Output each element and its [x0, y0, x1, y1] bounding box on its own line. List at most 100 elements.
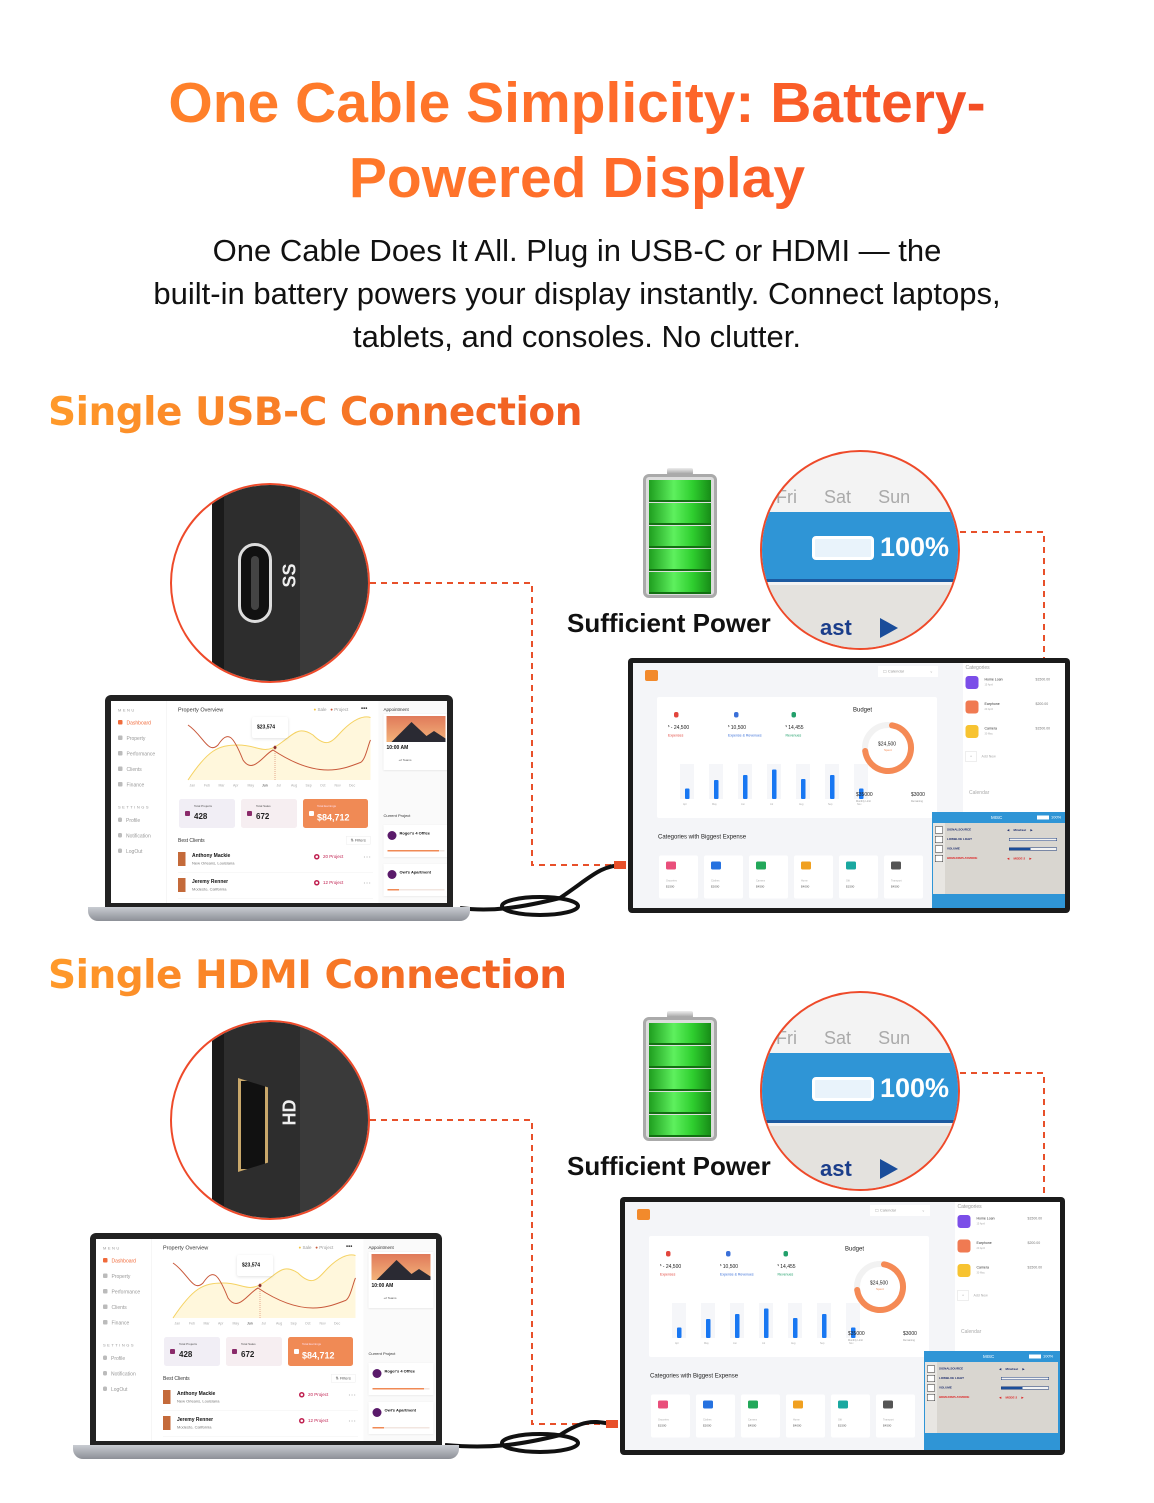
- category-item[interactable]: Camera 30 May $1500.00: [957, 1264, 1053, 1284]
- budget-arc: [854, 1261, 906, 1313]
- expense-tile[interactable]: Camera $4500: [749, 855, 788, 899]
- filters-button[interactable]: ⇅ Filters: [346, 836, 371, 845]
- client-row[interactable]: Jeremy Renner Modesto, California 12 Pro…: [163, 1415, 358, 1437]
- calendar-dropdown[interactable]: ▢ Calendar ⌄: [870, 1205, 930, 1216]
- sidebar-item[interactable]: Clients: [118, 766, 142, 773]
- appointment-teams: +2 Teams: [398, 759, 412, 762]
- osd-row-icon[interactable]: [927, 1384, 935, 1392]
- category-date: 30 May: [976, 1271, 985, 1275]
- stat-card[interactable]: Total Earnings $84,712: [303, 799, 368, 828]
- stat-icon: [666, 1251, 671, 1257]
- osd-row-icon[interactable]: [927, 1375, 935, 1382]
- stat-card[interactable]: Total Sales 672: [226, 1337, 282, 1366]
- osd-row-icon[interactable]: [927, 1394, 935, 1401]
- project-card[interactable]: Owl's Apartment: [368, 1402, 434, 1434]
- osd-row-value[interactable]: ◀ MODE-2 ▶: [999, 1396, 1024, 1400]
- osd-row-value[interactable]: ◀ MiraCast ▶: [999, 1368, 1025, 1371]
- headline-line-2: Powered Display: [0, 141, 1154, 215]
- expense-tile[interactable]: Camera $4500: [741, 1394, 780, 1438]
- x-axis-tick: Feb: [204, 784, 211, 788]
- add-new-button[interactable]: +Add New: [957, 1290, 988, 1301]
- expense-tile[interactable]: Clothes $2000: [696, 1394, 735, 1438]
- settings-item[interactable]: Notification: [118, 833, 151, 839]
- category-item[interactable]: Home Loan 15 April $1500.00: [965, 676, 1061, 696]
- expense-tile[interactable]: Gift $1500: [831, 1394, 870, 1438]
- tile-amount: $2000: [703, 1424, 712, 1428]
- sidebar-icon: [103, 1304, 108, 1309]
- stat-value: $84,712: [302, 1350, 335, 1361]
- stat-card[interactable]: Total Earnings $84,712: [288, 1337, 353, 1366]
- sidebar-item[interactable]: Clients: [103, 1304, 127, 1311]
- osd-row-value[interactable]: ◀ MODE-2 ▶: [1007, 857, 1032, 861]
- appointment-card[interactable]: 10:00 AM +2 Teams: [383, 714, 447, 770]
- stat-card[interactable]: Total Sales 672: [241, 799, 297, 828]
- sidebar-item[interactable]: Dashboard: [103, 1258, 136, 1264]
- sidebar-item[interactable]: Dashboard: [118, 720, 151, 726]
- osd-row-value[interactable]: ◀ MiraCast ▶: [1007, 829, 1033, 832]
- appointment-card[interactable]: 10:00 AM +2 Teams: [368, 1252, 434, 1308]
- sidebar-item[interactable]: Property: [118, 735, 145, 742]
- filters-button[interactable]: ⇅ Filters: [331, 1374, 356, 1383]
- osd-row-icon[interactable]: [935, 855, 943, 862]
- category-item[interactable]: Earphone 20 April $200.00: [957, 1239, 1053, 1260]
- calendar-title: Calendar: [961, 1329, 982, 1335]
- client-name: Anthony Mackie: [192, 853, 231, 859]
- tile-label: Clothes: [703, 1418, 712, 1422]
- calendar-dropdown[interactable]: ▢ Calendar ⌄: [878, 666, 938, 677]
- add-new-button[interactable]: +Add New: [965, 751, 996, 762]
- stat-card[interactable]: Total Projects 428: [164, 1337, 220, 1366]
- x-axis-tick: Nov: [334, 784, 341, 788]
- more-icon[interactable]: •••: [361, 705, 368, 712]
- stat-value-text: - 24,500: [662, 1264, 682, 1270]
- expense-tile[interactable]: Transport $4500: [876, 1394, 915, 1438]
- settings-item[interactable]: Profile: [103, 1355, 125, 1362]
- osd-row-icon[interactable]: [927, 1365, 935, 1373]
- sidebar-item[interactable]: Property: [103, 1273, 130, 1280]
- client-row[interactable]: Anthony Mackie New Orleans, Louisiana 20…: [163, 1389, 358, 1411]
- expense-tile[interactable]: Home $4000: [794, 855, 833, 899]
- osd-menu[interactable]: MISC 100% SIGNALSOURCE◀ MiraCast ▶LOWBLU…: [924, 1351, 1060, 1450]
- osd-menu[interactable]: MISC 100% SIGNALSOURCE◀ MiraCast ▶LOWBLU…: [932, 812, 1065, 908]
- category-item[interactable]: Home Loan 15 April $1500.00: [957, 1215, 1053, 1235]
- sufficient-power-label: Sufficient Power: [567, 1151, 771, 1181]
- expense-tile[interactable]: Transport $4500: [884, 855, 923, 899]
- category-item[interactable]: Earphone 20 April $200.00: [965, 700, 1061, 721]
- expense-tile[interactable]: Gift $1500: [839, 855, 878, 899]
- category-item[interactable]: Camera 30 May $1500.00: [965, 725, 1061, 745]
- sidebar-item[interactable]: Performance: [103, 1289, 140, 1295]
- osd-slider[interactable]: [1001, 1386, 1049, 1390]
- settings-item[interactable]: Profile: [118, 817, 140, 824]
- expense-tile[interactable]: Groceries $1500: [651, 1394, 690, 1438]
- settings-item[interactable]: LogOut: [103, 1386, 127, 1393]
- row-more-icon[interactable]: ⋯: [363, 853, 371, 862]
- sale-area: [173, 1254, 356, 1318]
- client-row[interactable]: Anthony Mackie New Orleans, Louisiana 20…: [178, 851, 373, 873]
- stat-value-text: 10,500: [722, 1264, 739, 1270]
- osd-row-icon[interactable]: [935, 826, 943, 834]
- row-more-icon[interactable]: ⋯: [363, 879, 371, 888]
- more-icon[interactable]: •••: [346, 1243, 353, 1250]
- stat-value-text: 14,455: [788, 725, 804, 731]
- client-row[interactable]: Jeremy Renner Modesto, California 12 Pro…: [178, 877, 373, 899]
- osd-slider[interactable]: [1009, 847, 1057, 851]
- project-card[interactable]: Roger's 4 Office: [368, 1363, 434, 1395]
- project-card[interactable]: Owl's Apartment: [383, 864, 447, 896]
- sidebar-item[interactable]: Performance: [118, 751, 155, 757]
- osd-slider[interactable]: [1009, 838, 1057, 841]
- osd-row-icon[interactable]: [935, 845, 943, 853]
- day: Fri: [776, 1028, 797, 1048]
- osd-row-icon[interactable]: [935, 836, 943, 843]
- settings-item[interactable]: Notification: [103, 1371, 136, 1377]
- stat-value: $ 10,500: [720, 1264, 739, 1270]
- expense-tile[interactable]: Home $4000: [786, 1394, 825, 1438]
- row-more-icon[interactable]: ⋯: [348, 1417, 356, 1426]
- sidebar-item[interactable]: Finance: [118, 782, 144, 788]
- project-card[interactable]: Roger's 4 Office: [383, 825, 447, 857]
- sidebar-item[interactable]: Finance: [103, 1320, 129, 1326]
- expense-tile[interactable]: Clothes $2000: [704, 855, 743, 899]
- expense-tile[interactable]: Groceries $1500: [659, 855, 698, 899]
- row-more-icon[interactable]: ⋯: [348, 1391, 356, 1400]
- osd-slider[interactable]: [1001, 1377, 1049, 1380]
- settings-item[interactable]: LogOut: [118, 848, 142, 855]
- stat-card[interactable]: Total Projects 428: [179, 799, 235, 828]
